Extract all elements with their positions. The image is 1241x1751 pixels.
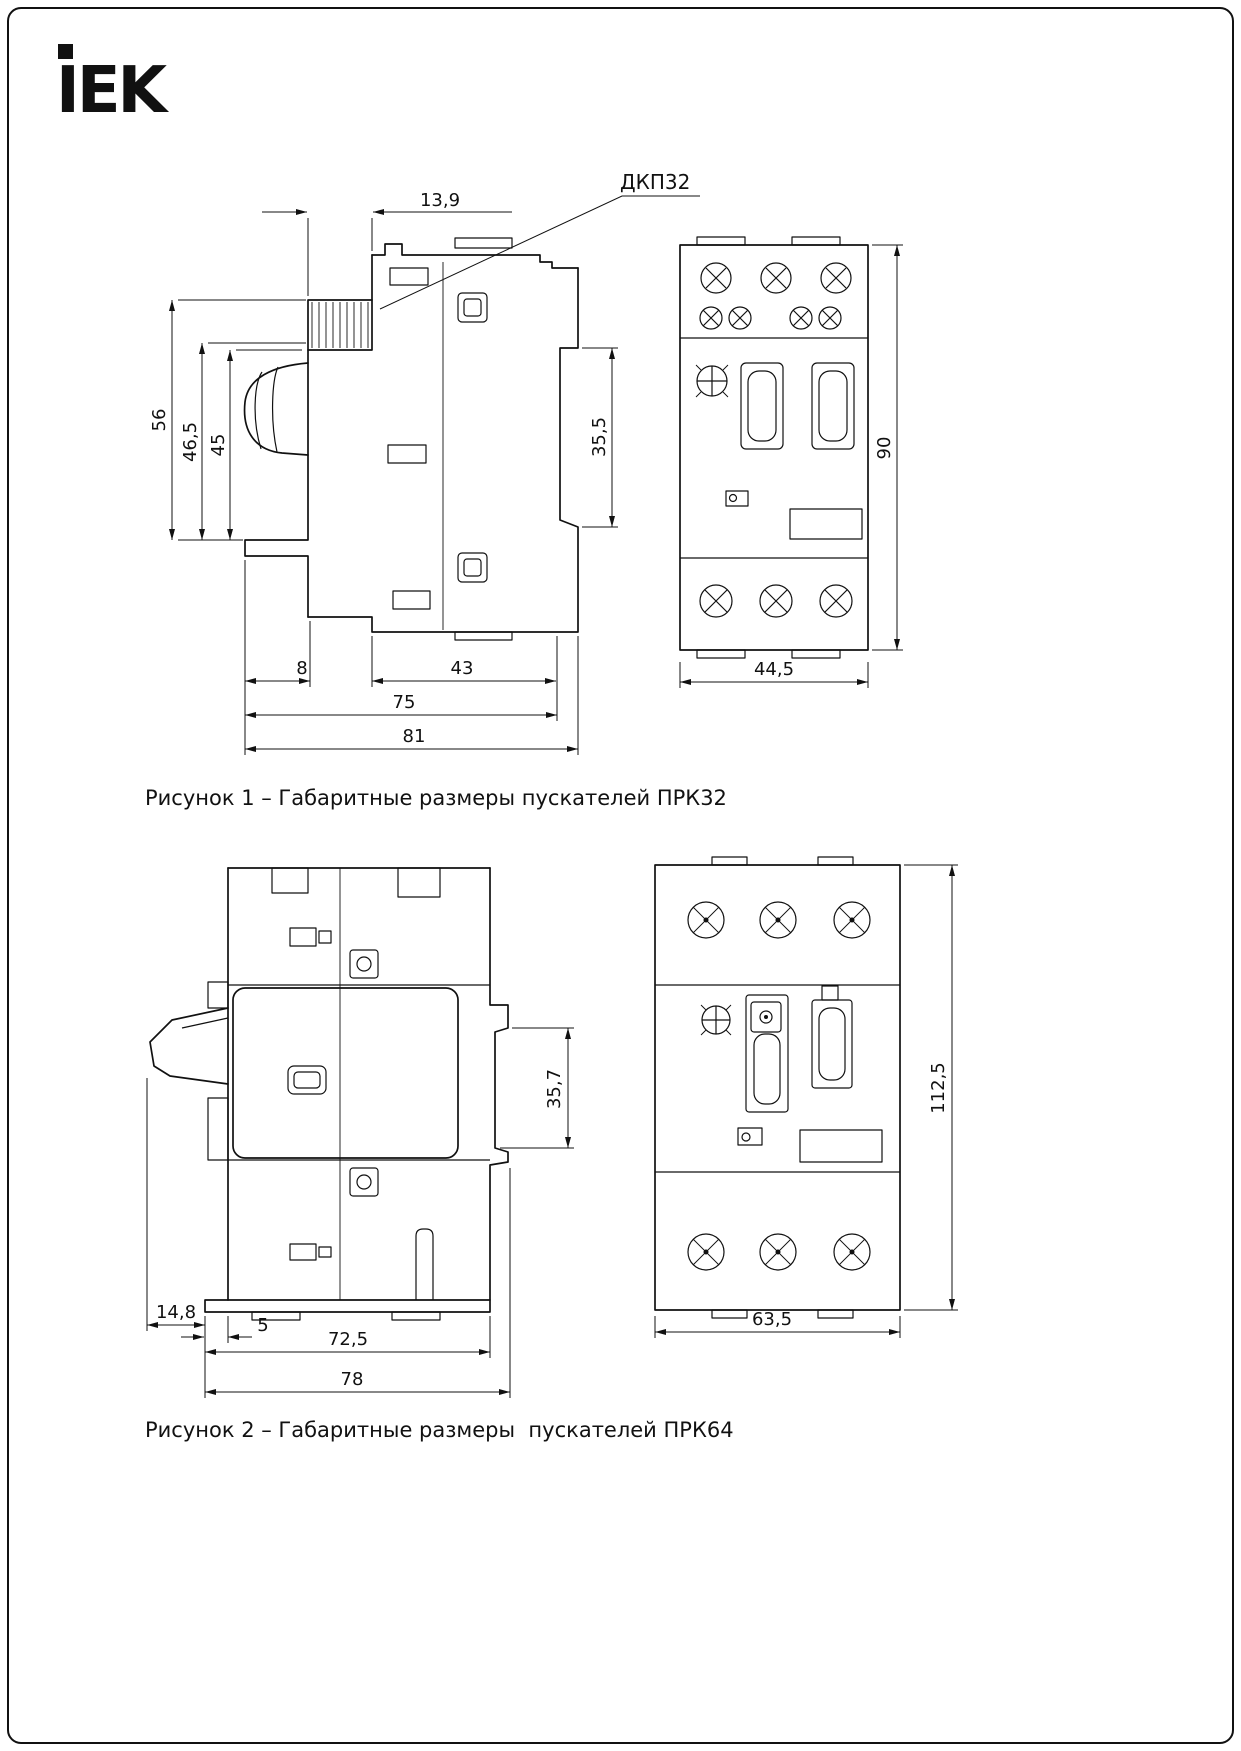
- dim-label-112-5: 112,5: [928, 1062, 949, 1114]
- dim-label-81: 81: [403, 726, 426, 747]
- indicator-window: [725, 490, 749, 507]
- terminal-screws-bottom: [699, 584, 853, 618]
- dim-label-72-5: 72,5: [328, 1329, 368, 1350]
- dim-label-35-5: 35,5: [589, 417, 610, 457]
- dim-label-13-9: 13,9: [420, 190, 460, 211]
- callout-label: ДКП32: [620, 170, 690, 194]
- dim-label-14-8: 14,8: [156, 1302, 196, 1323]
- dim-label-46-5: 46,5: [180, 422, 201, 462]
- indicator-window: [737, 1127, 763, 1146]
- start-stop-buttons: [740, 362, 855, 450]
- figure2-caption: Рисунок 2 – Габаритные размеры пускателе…: [145, 1418, 734, 1442]
- dim-label-8: 8: [296, 658, 307, 679]
- dim-label-5: 5: [257, 1315, 268, 1336]
- logo-i-dot: [58, 44, 73, 59]
- figure1-caption: Рисунок 1 – Габаритные размеры пускателе…: [145, 786, 727, 810]
- figure1-side-dimensions: 13,9 56 46,5 45 35,5 8 43 75 81: [149, 190, 618, 755]
- label-plate: [799, 1129, 883, 1163]
- figure2-front-view: [654, 856, 901, 1319]
- dim-label-43: 43: [451, 658, 474, 679]
- dim-label-45: 45: [208, 434, 229, 457]
- terminal-screws-bottom: [687, 1233, 871, 1271]
- dim-label-44-5: 44,5: [754, 659, 794, 680]
- logo-text: IEK: [56, 54, 170, 128]
- figure1-callout: ДКП32: [379, 170, 700, 310]
- reset-test-buttons: [745, 985, 853, 1113]
- terminal-screws-top: [699, 262, 852, 330]
- figure2-front-dimensions: 112,5 63,5: [654, 864, 958, 1338]
- figure1-front-view: [679, 236, 869, 659]
- figure1-front-dimensions: 90 44,5: [679, 244, 903, 688]
- dim-label-75: 75: [393, 692, 416, 713]
- brand-logo: IEK: [56, 44, 173, 128]
- lever-profile: [149, 1007, 229, 1085]
- dim-label-56: 56: [149, 409, 170, 432]
- dim-label-90: 90: [874, 437, 895, 460]
- figure2-side-view: [149, 867, 509, 1321]
- terminal-screws-top: [687, 901, 871, 939]
- adjustment-dial: [695, 364, 729, 398]
- label-plate: [789, 508, 863, 540]
- rib-hatching: [311, 302, 369, 348]
- knob-profile: [243, 362, 309, 456]
- dim-label-35-7: 35,7: [544, 1069, 565, 1109]
- figure1-side-view: [243, 237, 579, 641]
- adjustment-screw: [700, 1004, 732, 1036]
- figure2-side-dimensions: 35,7 14,8 5 72,5 78: [146, 1027, 574, 1398]
- dim-label-78: 78: [341, 1369, 364, 1390]
- dim-label-63-5: 63,5: [752, 1309, 792, 1330]
